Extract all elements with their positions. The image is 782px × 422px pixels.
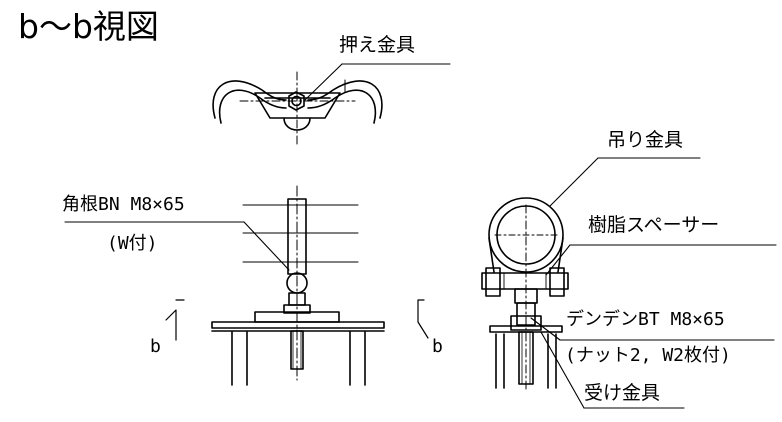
- label-w-tsuki: (W付): [107, 233, 158, 254]
- label-jushi-spacer: 樹脂スペーサー: [588, 214, 720, 236]
- label-kakune-bn: 角根BN M8×65: [62, 194, 185, 215]
- section-mark-right: b: [432, 336, 443, 357]
- label-tsuri-kanagu: 吊り金具: [607, 129, 684, 151]
- left-bolt-view: [64, 185, 385, 386]
- view-title: b〜b視図: [18, 7, 159, 46]
- label-osae-kanagu: 押え金具: [339, 34, 416, 56]
- top-clamp-view: [212, 63, 451, 147]
- label-uke-kanagu: 受け金具: [584, 382, 661, 404]
- section-markers: [165, 299, 429, 341]
- label-nut-note: (ナット2, W2枚付): [565, 345, 731, 366]
- section-mark-left: b: [150, 336, 161, 357]
- right-hanger-view: [481, 157, 777, 409]
- label-denden-bt: デンデンBT M8×65: [566, 309, 725, 330]
